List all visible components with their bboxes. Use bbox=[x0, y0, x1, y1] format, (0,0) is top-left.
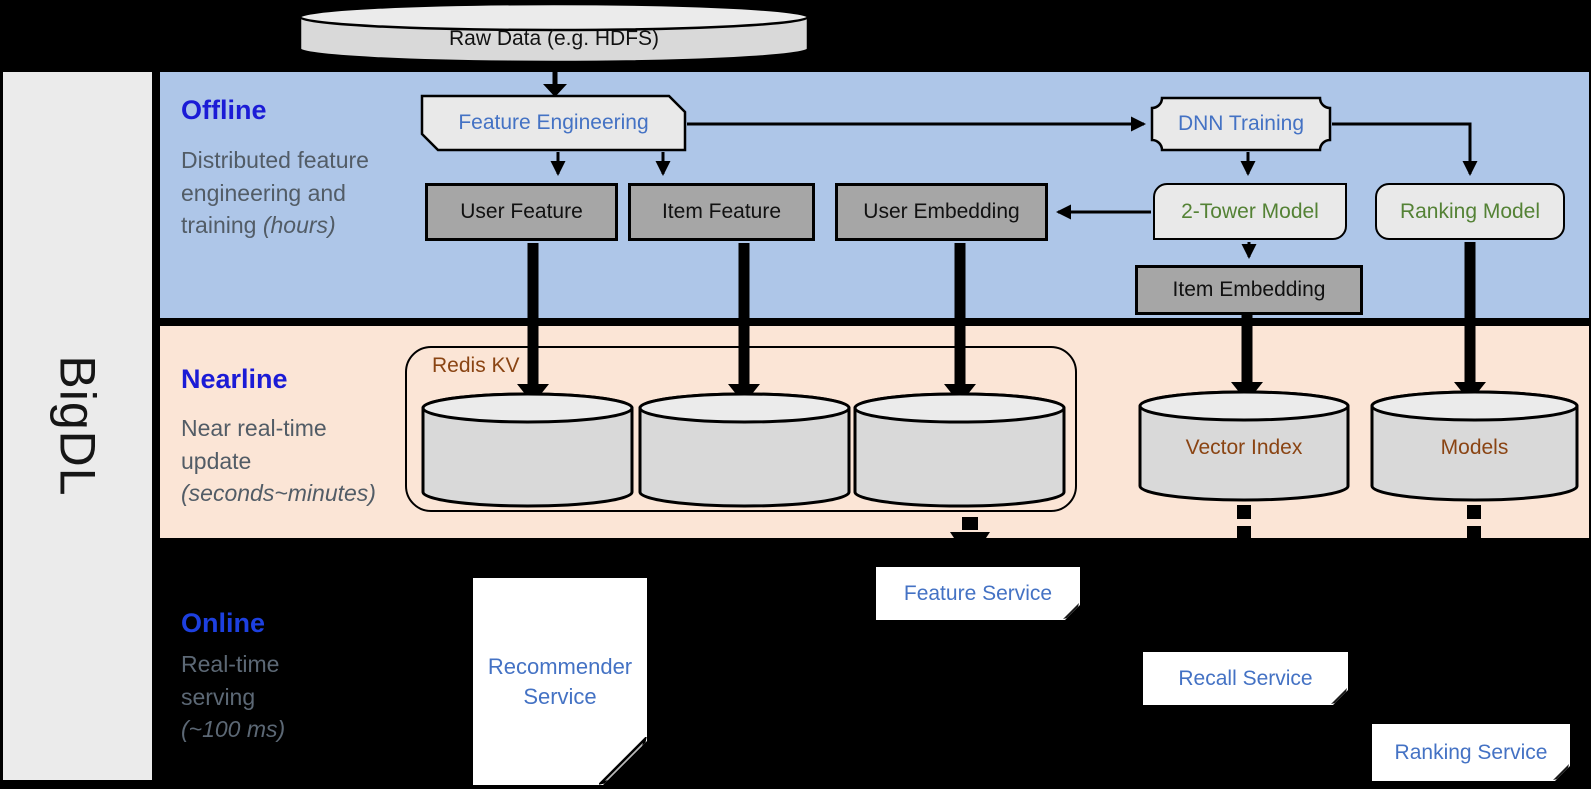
arrow-item-embedding-to-vector-index bbox=[1231, 315, 1263, 402]
user-embedding-node: User Embedding bbox=[835, 183, 1048, 241]
ranking-model-node: Ranking Model bbox=[1375, 183, 1565, 240]
nearline-section-desc: Near real-time update (seconds~minutes) bbox=[181, 412, 396, 510]
vector-index-cylinder bbox=[1138, 390, 1350, 502]
dnn-training-node: DNN Training bbox=[1177, 112, 1305, 135]
feature-service-label: Feature Service bbox=[903, 581, 1053, 605]
raw-data-cylinder bbox=[298, 2, 810, 64]
recall-service-node: Recall Service bbox=[1143, 652, 1348, 705]
two-tower-model-node: 2-Tower Model bbox=[1153, 183, 1347, 240]
dashed-line-vector-index-to-recall-service bbox=[1237, 505, 1251, 538]
feature-engineering-shape bbox=[420, 94, 687, 152]
raw-data-label: Raw Data (e.g. HDFS) bbox=[448, 27, 660, 50]
ranking-service-node: Ranking Service bbox=[1372, 724, 1570, 781]
item-embedding-node: Item Embedding bbox=[1135, 265, 1363, 315]
feature-engineering-node: Feature Engineering bbox=[458, 111, 649, 134]
dnn-training-shape bbox=[1150, 96, 1332, 152]
redis-cylinder-1 bbox=[421, 392, 634, 508]
redis-kv-container bbox=[405, 346, 1077, 512]
recommender-service-label: Recommender Service bbox=[487, 653, 633, 709]
vector-index-label: Vector Index bbox=[1185, 436, 1303, 459]
feature-service-node: Feature Service bbox=[876, 567, 1080, 620]
offline-section-desc: Distributed feature engineering and trai… bbox=[181, 144, 386, 242]
dashed-line-models-to-ranking-service bbox=[1467, 505, 1481, 538]
user-feature-node: User Feature bbox=[425, 183, 618, 241]
redis-cylinder-3 bbox=[853, 392, 1066, 508]
online-section-title: Online bbox=[181, 608, 266, 638]
arrow-ranking-model-to-models bbox=[1454, 242, 1486, 402]
dashed-arrow-redis-to-feature-service bbox=[950, 517, 990, 562]
bigdl-brand-bar: BigDL bbox=[3, 72, 152, 780]
online-section-desc: Real-time serving (~100 ms) bbox=[181, 648, 306, 746]
arrow-rawdata-to-feature-engineering bbox=[543, 64, 567, 97]
models-cylinder bbox=[1370, 390, 1579, 502]
nearline-section-title: Nearline bbox=[181, 364, 288, 394]
online-desc-note: (~100 ms) bbox=[181, 716, 286, 743]
nearline-desc-text: Near real-time update bbox=[181, 415, 327, 474]
item-feature-node: Item Feature bbox=[628, 183, 815, 241]
offline-desc-text: Distributed feature engineering and trai… bbox=[181, 147, 369, 239]
ranking-service-label: Ranking Service bbox=[1394, 740, 1548, 764]
models-label: Models bbox=[1440, 436, 1509, 459]
online-desc-text: Real-time serving bbox=[181, 651, 280, 710]
redis-kv-label: Redis KV bbox=[432, 354, 520, 377]
arrow-dnn-to-ranking-model bbox=[1332, 122, 1478, 177]
redis-cylinder-2 bbox=[638, 392, 851, 508]
recall-service-label: Recall Service bbox=[1178, 666, 1313, 690]
nearline-desc-note: (seconds~minutes) bbox=[181, 480, 376, 507]
recommender-service-node: Recommender Service bbox=[473, 578, 647, 785]
offline-section-title: Offline bbox=[181, 95, 267, 125]
offline-desc-note: (hours) bbox=[262, 212, 336, 239]
